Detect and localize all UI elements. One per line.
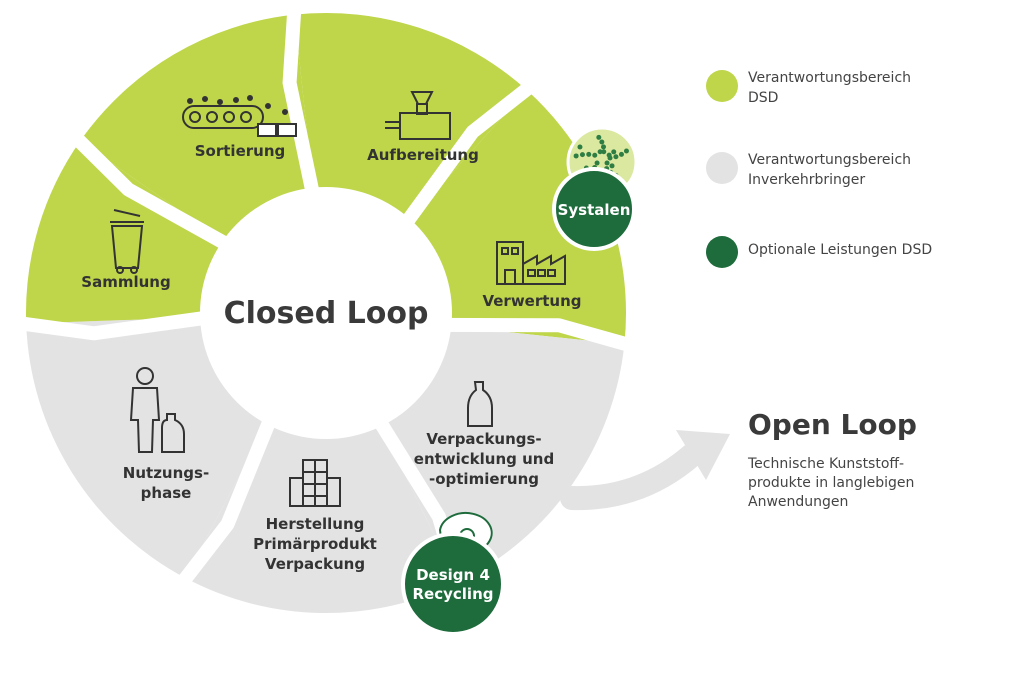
segment-separator <box>439 317 631 352</box>
legend-dot-optional <box>706 236 738 268</box>
center-title: Closed Loop <box>224 296 429 331</box>
conveyor-belt-icon <box>182 95 297 137</box>
granule <box>586 151 592 157</box>
legend-item-inverkehrbringer: Verantwortungsbereich Inverkehrbringer <box>706 144 1006 194</box>
design-4-recycling-circle <box>401 532 505 636</box>
granule <box>592 152 598 158</box>
granule <box>596 134 602 140</box>
inner-circle: Closed Loop <box>200 187 452 439</box>
arrow-shaft <box>560 443 704 511</box>
segment-icons <box>110 91 566 507</box>
segment-separator <box>72 133 237 254</box>
arrow-head <box>676 430 730 480</box>
segment-label-0: Sortierung <box>195 142 285 160</box>
granule <box>611 149 617 155</box>
waste-bin-icon <box>110 209 144 274</box>
granule <box>606 152 612 158</box>
granule <box>604 160 610 166</box>
segment-label-6: Sammlung <box>81 273 170 291</box>
segment-separator <box>21 310 214 341</box>
legend-label-optional: Optionale Leistungen DSD <box>748 242 933 258</box>
granule <box>577 144 583 150</box>
legend-dot-dsd <box>706 70 738 102</box>
bottle-icon <box>467 381 493 427</box>
segment-0 <box>80 14 314 247</box>
segment-label-3: Verpackungs-entwicklung und-optimierung <box>414 430 554 488</box>
segment-separator <box>282 10 321 202</box>
granule <box>623 148 629 154</box>
segment-6 <box>25 140 231 324</box>
segment-1 <box>294 12 527 227</box>
open-loop-title: Open Loop <box>748 408 917 441</box>
factory-icon <box>496 241 566 285</box>
segment-separator <box>177 411 279 586</box>
legend-item-optional: Optionale Leistungen DSD <box>706 228 1006 278</box>
granule <box>573 153 579 159</box>
segment-label-2: Verwertung <box>482 292 581 310</box>
granule <box>594 160 600 166</box>
granule <box>597 149 603 155</box>
systalen-badge: Systalen <box>552 126 638 251</box>
granule <box>613 154 619 160</box>
segment-separator <box>396 81 534 233</box>
person-with-bottle-icon <box>129 367 185 453</box>
extruder-machine-icon <box>385 91 451 140</box>
granule <box>609 163 615 169</box>
segment-label-5: Nutzungs-phase <box>123 464 209 502</box>
legend-label-dsd: Verantwortungsbereich DSD <box>748 70 912 106</box>
open-loop-arrow <box>560 430 730 511</box>
granule <box>618 151 624 157</box>
building-icon <box>289 459 341 507</box>
loop-segments <box>21 10 631 613</box>
granule <box>579 152 585 158</box>
segment-5 <box>26 317 272 578</box>
granule <box>600 144 606 150</box>
legend-label-inverkehrbringer: Verantwortungsbereich Inverkehrbringer <box>748 152 912 188</box>
segment-labels: Sortierung AufbereitungVerwertungVerpacku… <box>81 142 581 573</box>
legend-dot-inverkehrbringer <box>706 152 738 184</box>
open-loop-description: Technische Kunststoff- produkte in langl… <box>748 456 915 510</box>
segment-label-1: Aufbereitung <box>367 146 479 164</box>
legend-item-dsd: Verantwortungsbereich DSD <box>706 62 1006 112</box>
granule <box>601 149 607 155</box>
granule <box>599 139 605 145</box>
systalen-label: Systalen <box>558 201 631 219</box>
